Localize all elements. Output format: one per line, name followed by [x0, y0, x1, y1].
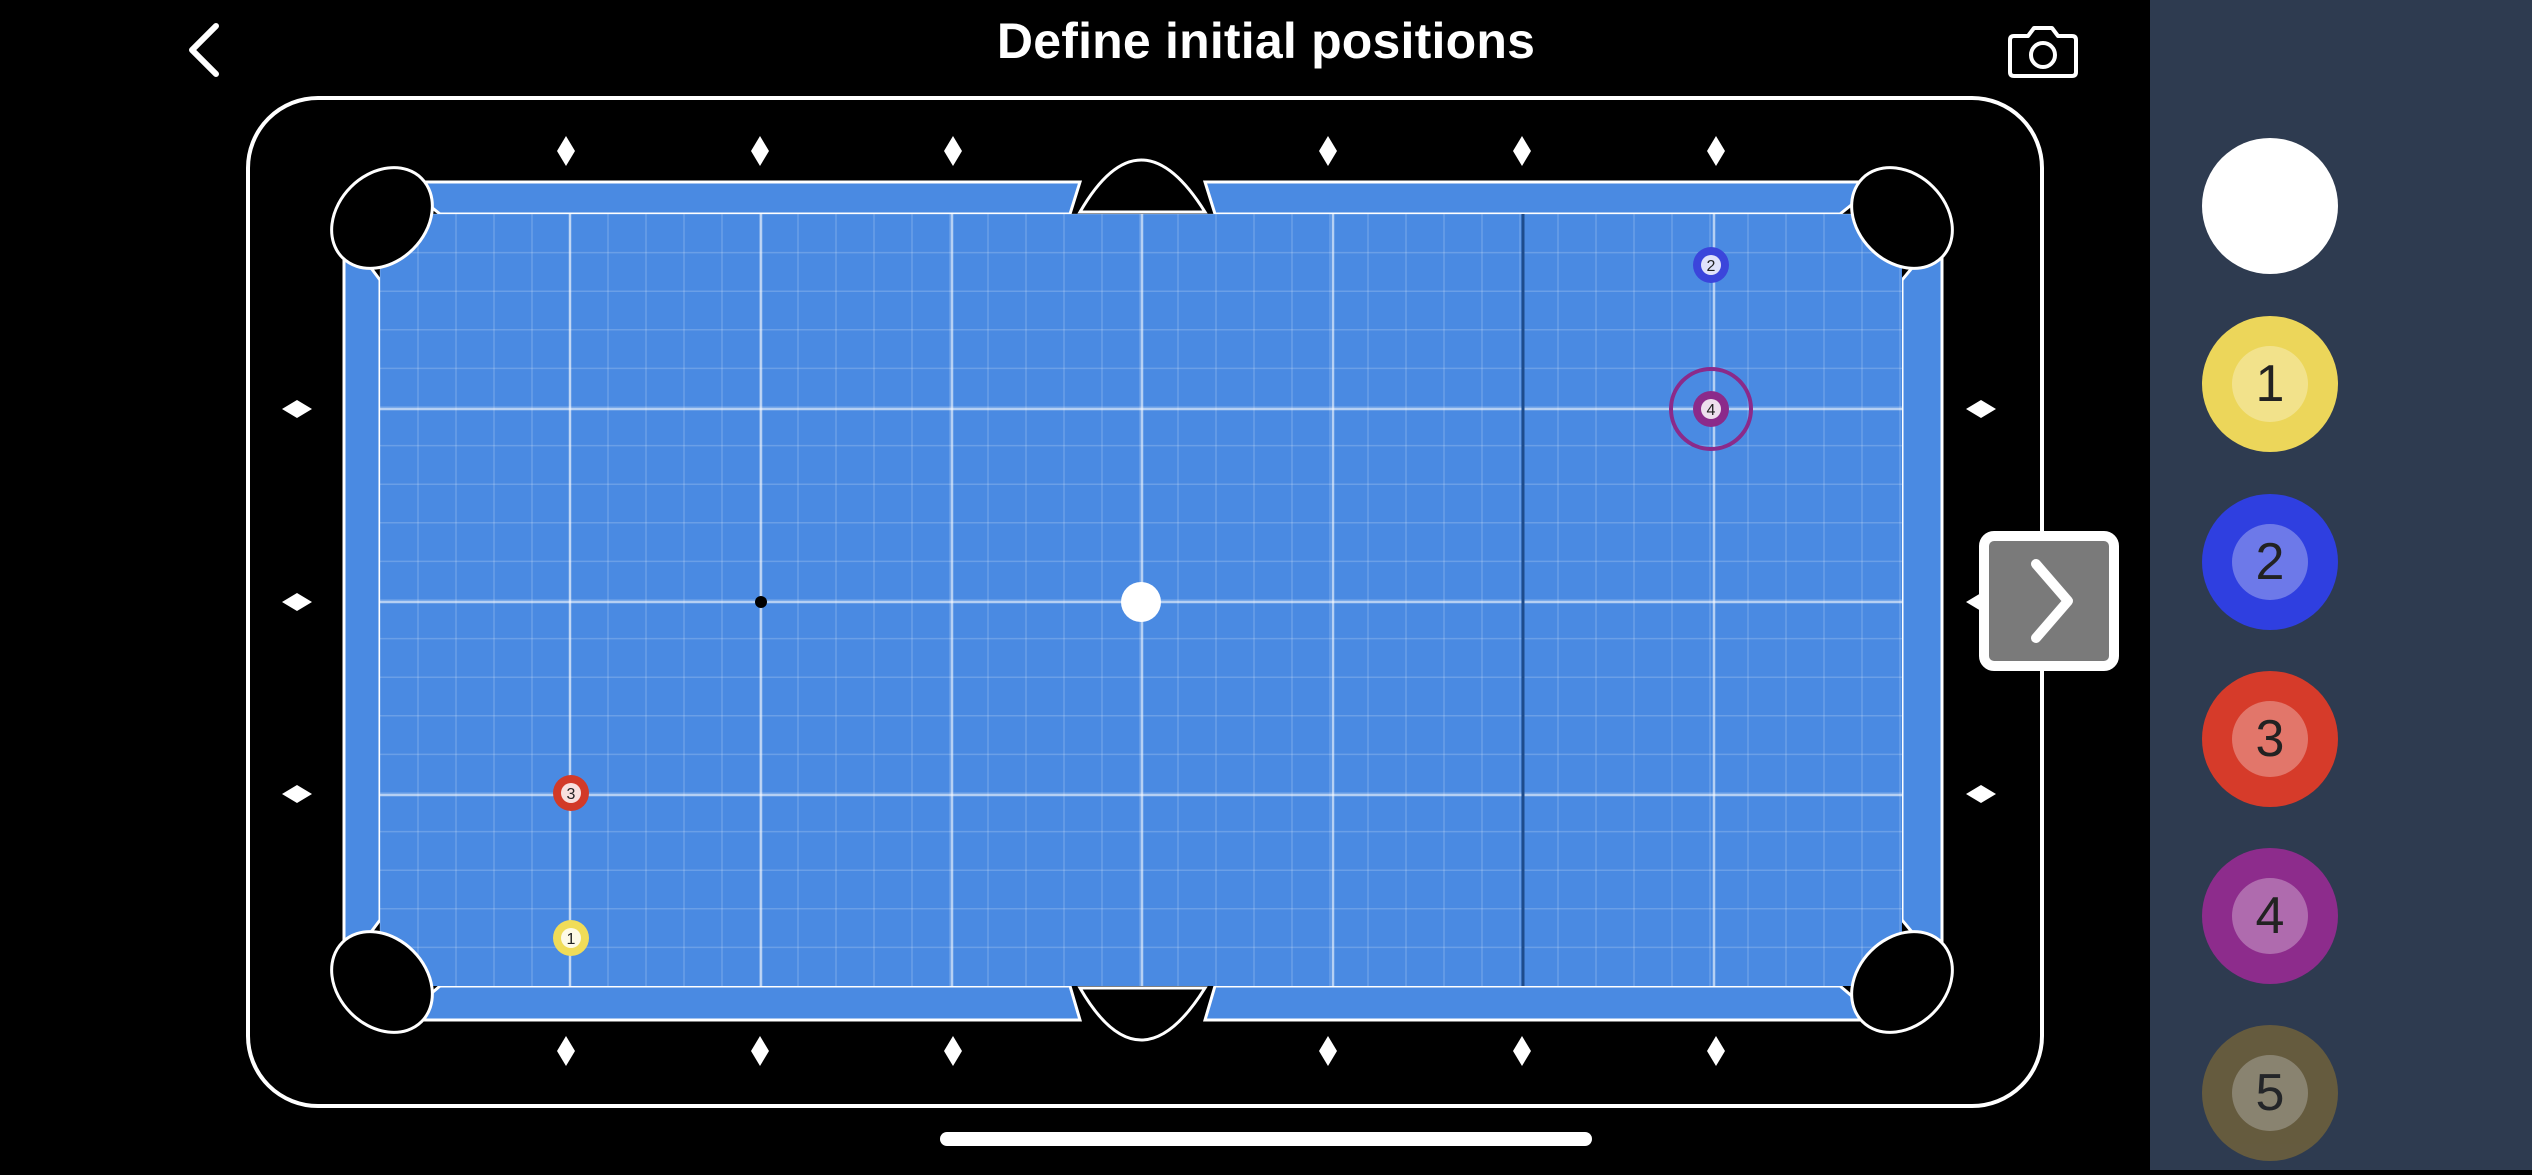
palette-ball-3-label: 3 — [2232, 701, 2308, 777]
diamond-marker — [282, 593, 312, 611]
ball-4-number: 4 — [1707, 402, 1716, 419]
cushions — [342, 180, 1944, 1022]
palette-cue-ball[interactable] — [2202, 138, 2338, 274]
page-title: Define initial positions — [996, 13, 1536, 69]
diamond-marker — [944, 1036, 962, 1066]
diamond-marker — [1319, 1036, 1337, 1066]
cushion-bottom-left — [395, 984, 1083, 1022]
home-indicator — [940, 1132, 1592, 1146]
chevron-left-icon — [189, 23, 219, 77]
corner-pocket — [1850, 166, 1954, 270]
palette-ball-2-label: 2 — [2232, 524, 2308, 600]
diamond-marker — [1966, 785, 1996, 803]
palette-ball-4[interactable]: 4 — [2202, 848, 2338, 984]
selected-ball-ring — [1669, 367, 1753, 451]
diamond-marker — [1319, 136, 1337, 166]
palette-ball-4-label: 4 — [2232, 878, 2308, 954]
corner-pocket — [1850, 930, 1954, 1034]
palette-ball-5[interactable]: 5 — [2202, 1025, 2338, 1161]
pool-table-area: 1 2 3 4 — [0, 0, 2150, 1170]
palette-ball-5-label: 5 — [2232, 1055, 2308, 1131]
diamond-marker — [1707, 136, 1725, 166]
diamond-marker — [557, 136, 575, 166]
corner-pocket — [330, 166, 434, 270]
diamond-marker — [1707, 1036, 1725, 1066]
cushion-top-left — [395, 180, 1083, 216]
palette-ball-1-label: 1 — [2232, 346, 2308, 422]
ball-3-center — [561, 783, 581, 803]
cushion-top-right — [1202, 180, 1885, 216]
back-button[interactable] — [172, 18, 242, 82]
next-button[interactable] — [1978, 530, 2120, 672]
ball-1-number: 1 — [567, 931, 576, 948]
diamond-marker — [282, 400, 312, 418]
cushion-bottom-right — [1202, 984, 1885, 1022]
side-pocket-bottom — [1077, 986, 1208, 1042]
side-pocket-top — [1077, 158, 1208, 214]
diamond-marker — [751, 136, 769, 166]
pool-table[interactable]: 1 2 3 4 — [0, 0, 2150, 1170]
cue-ball[interactable] — [1121, 582, 1161, 622]
diamond-markers — [282, 136, 1996, 1066]
diamond-marker — [557, 1036, 575, 1066]
foot-spot — [755, 596, 767, 608]
pockets — [330, 158, 1954, 1042]
ball-1-center — [561, 928, 581, 948]
camera-icon — [2008, 26, 2078, 78]
balls-on-table: 1 2 3 4 — [553, 247, 1753, 956]
top-bar — [0, 0, 2150, 95]
camera-button[interactable] — [2006, 20, 2080, 80]
palette-ball-3[interactable]: 3 — [2202, 671, 2338, 807]
cushion-right — [1900, 227, 1944, 973]
corner-pocket — [330, 930, 434, 1034]
ball-2-center — [1701, 255, 1721, 275]
table-grid — [379, 213, 1902, 986]
diamond-marker — [944, 136, 962, 166]
diamond-marker — [1966, 400, 1996, 418]
cushion-left — [342, 227, 382, 973]
palette-ball-1[interactable]: 1 — [2202, 316, 2338, 452]
ball-3-number: 3 — [567, 786, 576, 803]
diamond-marker — [1513, 136, 1531, 166]
diamond-marker — [282, 785, 312, 803]
chevron-right-icon — [1979, 531, 2119, 671]
ball-2-number: 2 — [1707, 258, 1716, 275]
diamond-marker — [1513, 1036, 1531, 1066]
palette-ball-2[interactable]: 2 — [2202, 494, 2338, 630]
diamond-marker — [751, 1036, 769, 1066]
ball-4-center — [1701, 399, 1721, 419]
